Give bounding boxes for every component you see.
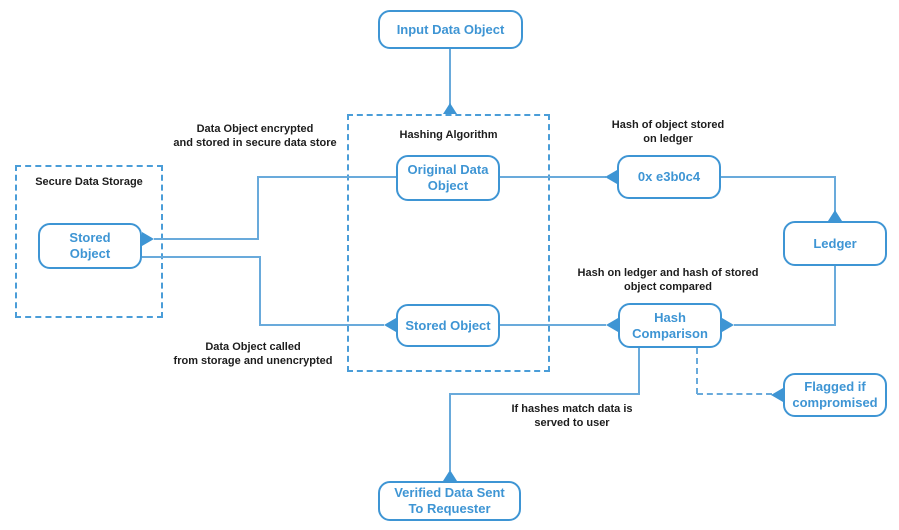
node-label: Stored Object — [405, 317, 491, 333]
connector-original-to-storage-h2 — [154, 238, 259, 240]
arrow-left-icon — [606, 318, 618, 332]
connector-comparison-to-verified-v1 — [638, 348, 640, 395]
node-label: Stored — [69, 230, 111, 246]
arrow-left-icon — [771, 388, 783, 402]
node-label: compromised — [792, 395, 878, 410]
connector-comparison-to-flagged-v — [696, 348, 698, 394]
node-label: Original Data — [407, 162, 489, 178]
connector-ledger-to-comparison-v — [834, 266, 836, 326]
secure-data-storage-label: Secure Data Storage — [35, 176, 143, 188]
connector-hashvalue-to-ledger-v — [834, 176, 836, 212]
annotation-compared: Hash on ledger and hash of stored object… — [577, 267, 759, 293]
connector-storage-to-hashing-v — [259, 256, 261, 326]
hashing-algorithm-container: Hashing Algorithm — [347, 114, 550, 372]
arrow-up-icon — [443, 470, 457, 481]
connector-storage-to-hashing-h1 — [142, 256, 261, 258]
connector-hashvalue-to-ledger-h — [721, 176, 836, 178]
connector-stored-to-comparison — [500, 324, 606, 326]
node-flagged-if-compromised: Flagged if compromised — [783, 373, 887, 417]
hashing-algorithm-label: Hashing Algorithm — [399, 129, 498, 141]
node-hash-value: 0x e3b0c4 — [617, 155, 721, 199]
node-label: 0x e3b0c4 — [637, 169, 701, 185]
node-label: Comparison — [632, 325, 708, 341]
node-label: Ledger — [813, 235, 857, 251]
node-original-data-object: Original Data Object — [396, 155, 500, 201]
connector-input-to-hashing — [449, 49, 451, 105]
node-ledger: Ledger — [783, 221, 887, 266]
connector-ledger-to-comparison-h — [734, 324, 836, 326]
node-label: Flagged if — [804, 379, 866, 395]
node-label: To Requester — [408, 501, 491, 516]
secure-data-storage-container: Secure Data Storage — [15, 165, 163, 318]
connector-original-to-hashvalue — [500, 176, 606, 178]
node-stored-object-hashing: Stored Object — [396, 304, 500, 347]
arrow-right-icon — [722, 318, 734, 332]
arrow-left-icon — [384, 318, 396, 332]
arrow-up-icon — [443, 103, 457, 114]
node-stored-object-storage: Stored Object — [38, 223, 142, 269]
connector-original-to-storage-h1 — [259, 176, 396, 178]
node-label: Input Data Object — [396, 21, 505, 37]
annotation-hash-on-ledger: Hash of object stored on ledger — [611, 119, 725, 145]
connector-original-to-storage-v — [257, 176, 259, 240]
annotation-served: If hashes match data is served to user — [511, 403, 633, 429]
node-input-data-object: Input Data Object — [378, 10, 523, 49]
connector-comparison-to-verified-v2 — [449, 393, 451, 471]
connector-comparison-to-flagged-h — [697, 393, 772, 395]
annotation-called: Data Object called from storage and unen… — [173, 341, 333, 367]
node-hash-comparison: Hash Comparison — [618, 303, 722, 348]
connector-comparison-to-verified-h — [449, 393, 640, 395]
node-label: Object — [427, 178, 469, 193]
annotation-encrypted: Data Object encrypted and stored in secu… — [173, 123, 337, 149]
arrow-left-icon — [605, 170, 617, 184]
connector-storage-to-hashing-h2 — [259, 324, 384, 326]
node-verified-data-sent: Verified Data Sent To Requester — [378, 481, 521, 521]
arrow-right-icon — [142, 232, 154, 246]
node-label: Object — [69, 246, 111, 261]
node-label: Hash — [654, 309, 686, 325]
node-label: Verified Data Sent — [394, 485, 505, 501]
arrow-up-icon — [828, 210, 842, 221]
